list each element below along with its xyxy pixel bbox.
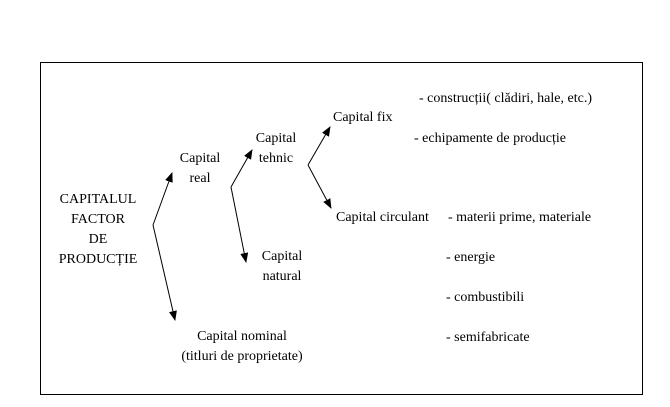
root-line-4: PRODUCȚIE <box>58 252 138 267</box>
capital-natural-node: Capital natural <box>254 247 310 287</box>
capital-circulant-item: - materii prime, materiale <box>448 210 592 225</box>
capital-tehnic-line-1: Capital <box>255 131 297 146</box>
capital-natural-line-2: natural <box>262 269 302 284</box>
capital-real-line-2: real <box>189 171 211 186</box>
capital-real-node: Capital real <box>172 149 228 189</box>
root-line-2: FACTOR <box>71 212 125 227</box>
arrow-to-capital-nominal <box>152 224 177 321</box>
capital-real-line-1: Capital <box>179 151 221 166</box>
root-node: CAPITALUL FACTOR DE PRODUCȚIE <box>44 190 152 270</box>
arrow-to-capital-fix <box>307 126 331 166</box>
capital-fix-label: Capital fix <box>333 110 393 125</box>
arrow-to-capital-natural <box>230 186 249 263</box>
arrow-to-capital-circulant <box>307 164 332 209</box>
root-line-1: CAPITALUL <box>59 192 137 207</box>
capital-fix-item: - echipamente de producție <box>414 131 566 146</box>
capital-tehnic-node: Capital tehnic <box>248 129 304 169</box>
capital-nominal-line-2: (titluri de proprietate) <box>181 349 303 364</box>
arrow-to-capital-real <box>152 172 173 226</box>
capital-fix-item: - construcții( clădiri, hale, etc.) <box>419 91 592 106</box>
capital-circulant-item: - energie <box>446 250 496 265</box>
arrow-to-capital-tehnic <box>230 149 253 188</box>
capital-natural-line-1: Capital <box>261 249 303 264</box>
root-line-3: DE <box>88 232 108 247</box>
diagram-frame <box>40 62 643 395</box>
capital-tehnic-line-2: tehnic <box>258 151 294 166</box>
capital-nominal-node: Capital nominal (titluri de proprietate) <box>166 327 318 367</box>
capital-circulant-item: - semifabricate <box>446 330 530 345</box>
capital-circulant-item: - combustibili <box>446 290 525 305</box>
capital-circulant-label: Capital circulant <box>336 210 429 225</box>
capital-nominal-line-1: Capital nominal <box>197 329 287 344</box>
